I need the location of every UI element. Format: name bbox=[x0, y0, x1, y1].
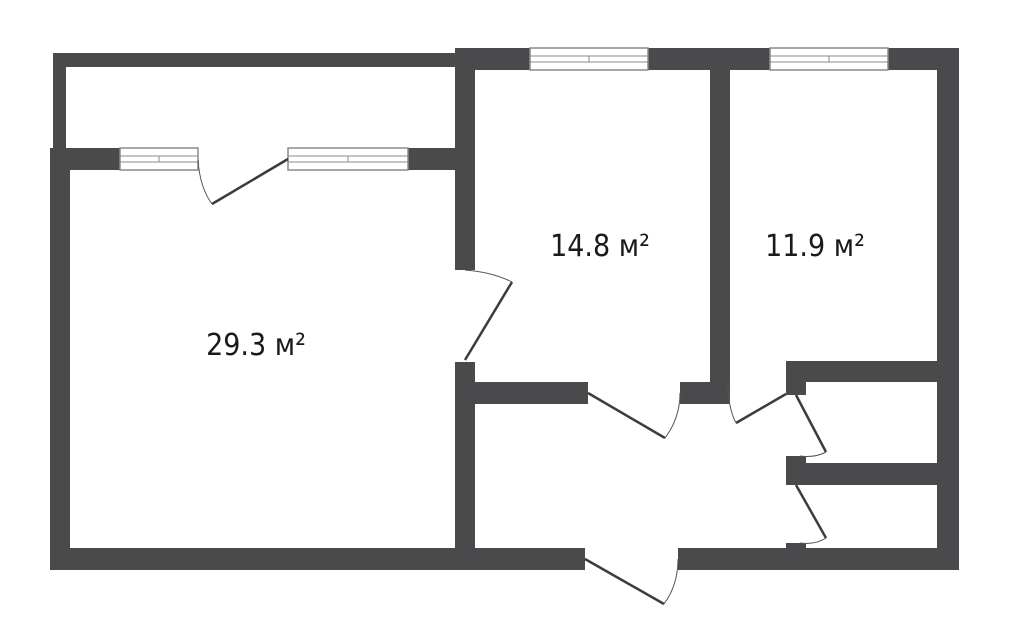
door-room3 bbox=[727, 381, 787, 425]
door-balcony bbox=[197, 157, 289, 206]
window-room3 bbox=[769, 47, 889, 71]
interior-wall-a-upper bbox=[455, 48, 475, 270]
room-area-bedroom-middle: 14.8 м² bbox=[550, 229, 650, 264]
walls bbox=[50, 48, 959, 570]
window-balcony-left bbox=[119, 147, 199, 171]
window-balcony-right bbox=[287, 147, 409, 171]
doors bbox=[197, 157, 828, 606]
room-labels: 29.3 м² 14.8 м² 11.9 м² bbox=[206, 229, 865, 363]
right-outer-wall bbox=[937, 48, 959, 570]
top-wall-room2-left bbox=[463, 48, 530, 70]
room2-bottom-wall-left bbox=[455, 382, 588, 404]
door-living-room bbox=[463, 269, 514, 361]
bath-stub-lower bbox=[786, 456, 806, 485]
bath-stub-bottom bbox=[786, 543, 806, 570]
top-wall-room2-right bbox=[648, 48, 770, 70]
bottom-wall-right bbox=[678, 548, 959, 570]
bath-stub-upper bbox=[786, 361, 806, 395]
door-room2 bbox=[587, 391, 681, 440]
balcony-top-wall bbox=[53, 53, 463, 67]
window-room2 bbox=[529, 47, 649, 71]
interior-wall-b bbox=[710, 48, 730, 404]
interior-wall-a-lower bbox=[455, 362, 475, 570]
room-area-living-room: 29.3 м² bbox=[206, 328, 306, 363]
balcony-left-wall bbox=[53, 53, 66, 153]
room-area-bedroom-right: 11.9 м² bbox=[765, 229, 865, 264]
windows bbox=[119, 47, 889, 171]
door-bathroom-upper bbox=[794, 394, 828, 457]
bath-top-wall bbox=[786, 361, 959, 382]
bottom-wall-left bbox=[50, 548, 585, 570]
door-bathroom-lower bbox=[794, 484, 828, 544]
left-outer-wall bbox=[50, 158, 70, 570]
bath-middle-wall bbox=[786, 463, 959, 485]
door-entrance bbox=[584, 557, 679, 606]
